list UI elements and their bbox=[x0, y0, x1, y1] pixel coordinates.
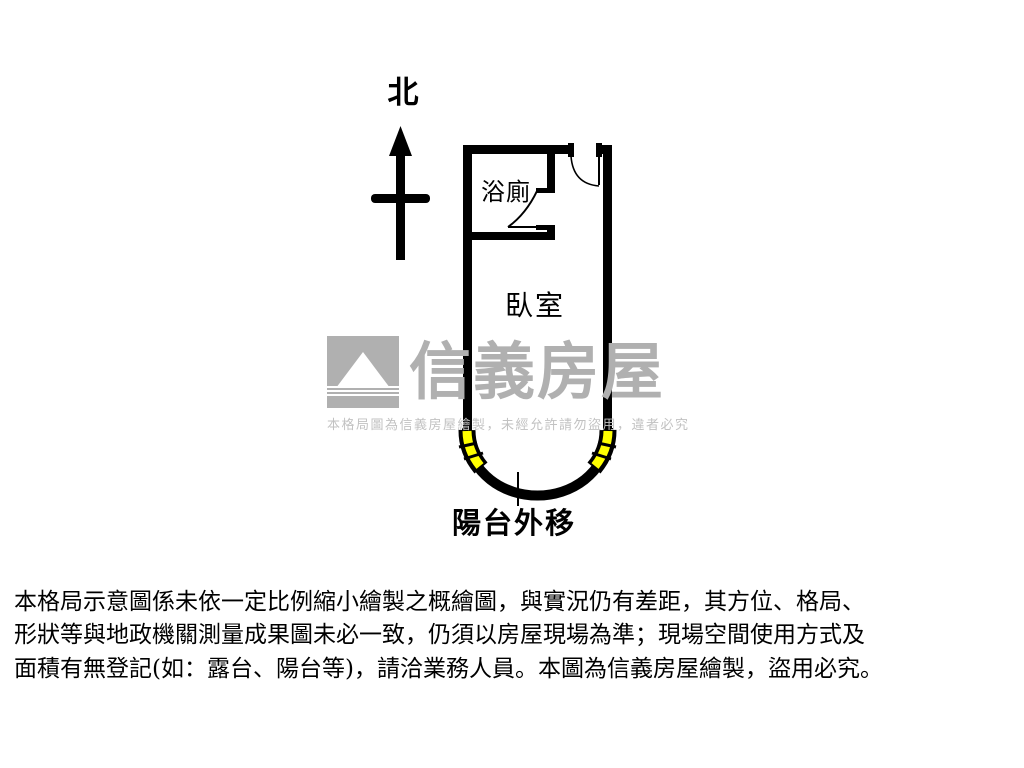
unit-walls bbox=[463, 145, 612, 430]
room-label-bathroom: 浴廁 bbox=[481, 178, 531, 206]
north-label: 北 bbox=[387, 75, 419, 111]
entrance-door bbox=[568, 143, 602, 187]
balcony-window-right bbox=[587, 429, 617, 474]
balcony-callout-label: 陽台外移 bbox=[452, 506, 577, 540]
disclaimer-line-1: 本格局示意圖係未依一定比例縮小繪製之概繪圖，與實況仍有差距，其方位、格局、 bbox=[14, 589, 865, 615]
room-label-bedroom: 臥室 bbox=[505, 289, 566, 322]
bathroom-door bbox=[507, 188, 555, 230]
bathroom-walls bbox=[463, 145, 555, 240]
disclaimer-line-3: 面積有無登記(如：露台、陽台等)，請洽業務人員。本圖為信義房屋繪製，盜用必究。 bbox=[14, 655, 883, 682]
balcony-window-left bbox=[458, 429, 488, 474]
disclaimer: 本格局示意圖係未依一定比例縮小繪製之概繪圖，與實況仍有差距，其方位、格局、 形狀… bbox=[14, 586, 1010, 686]
disclaimer-line-2: 形狀等與地政機關測量成果圖未必一致，仍須以房屋現場為準；現場空間使用方式及 bbox=[14, 622, 865, 649]
balcony-outline bbox=[462, 428, 613, 501]
north-arrow-icon bbox=[371, 126, 430, 260]
